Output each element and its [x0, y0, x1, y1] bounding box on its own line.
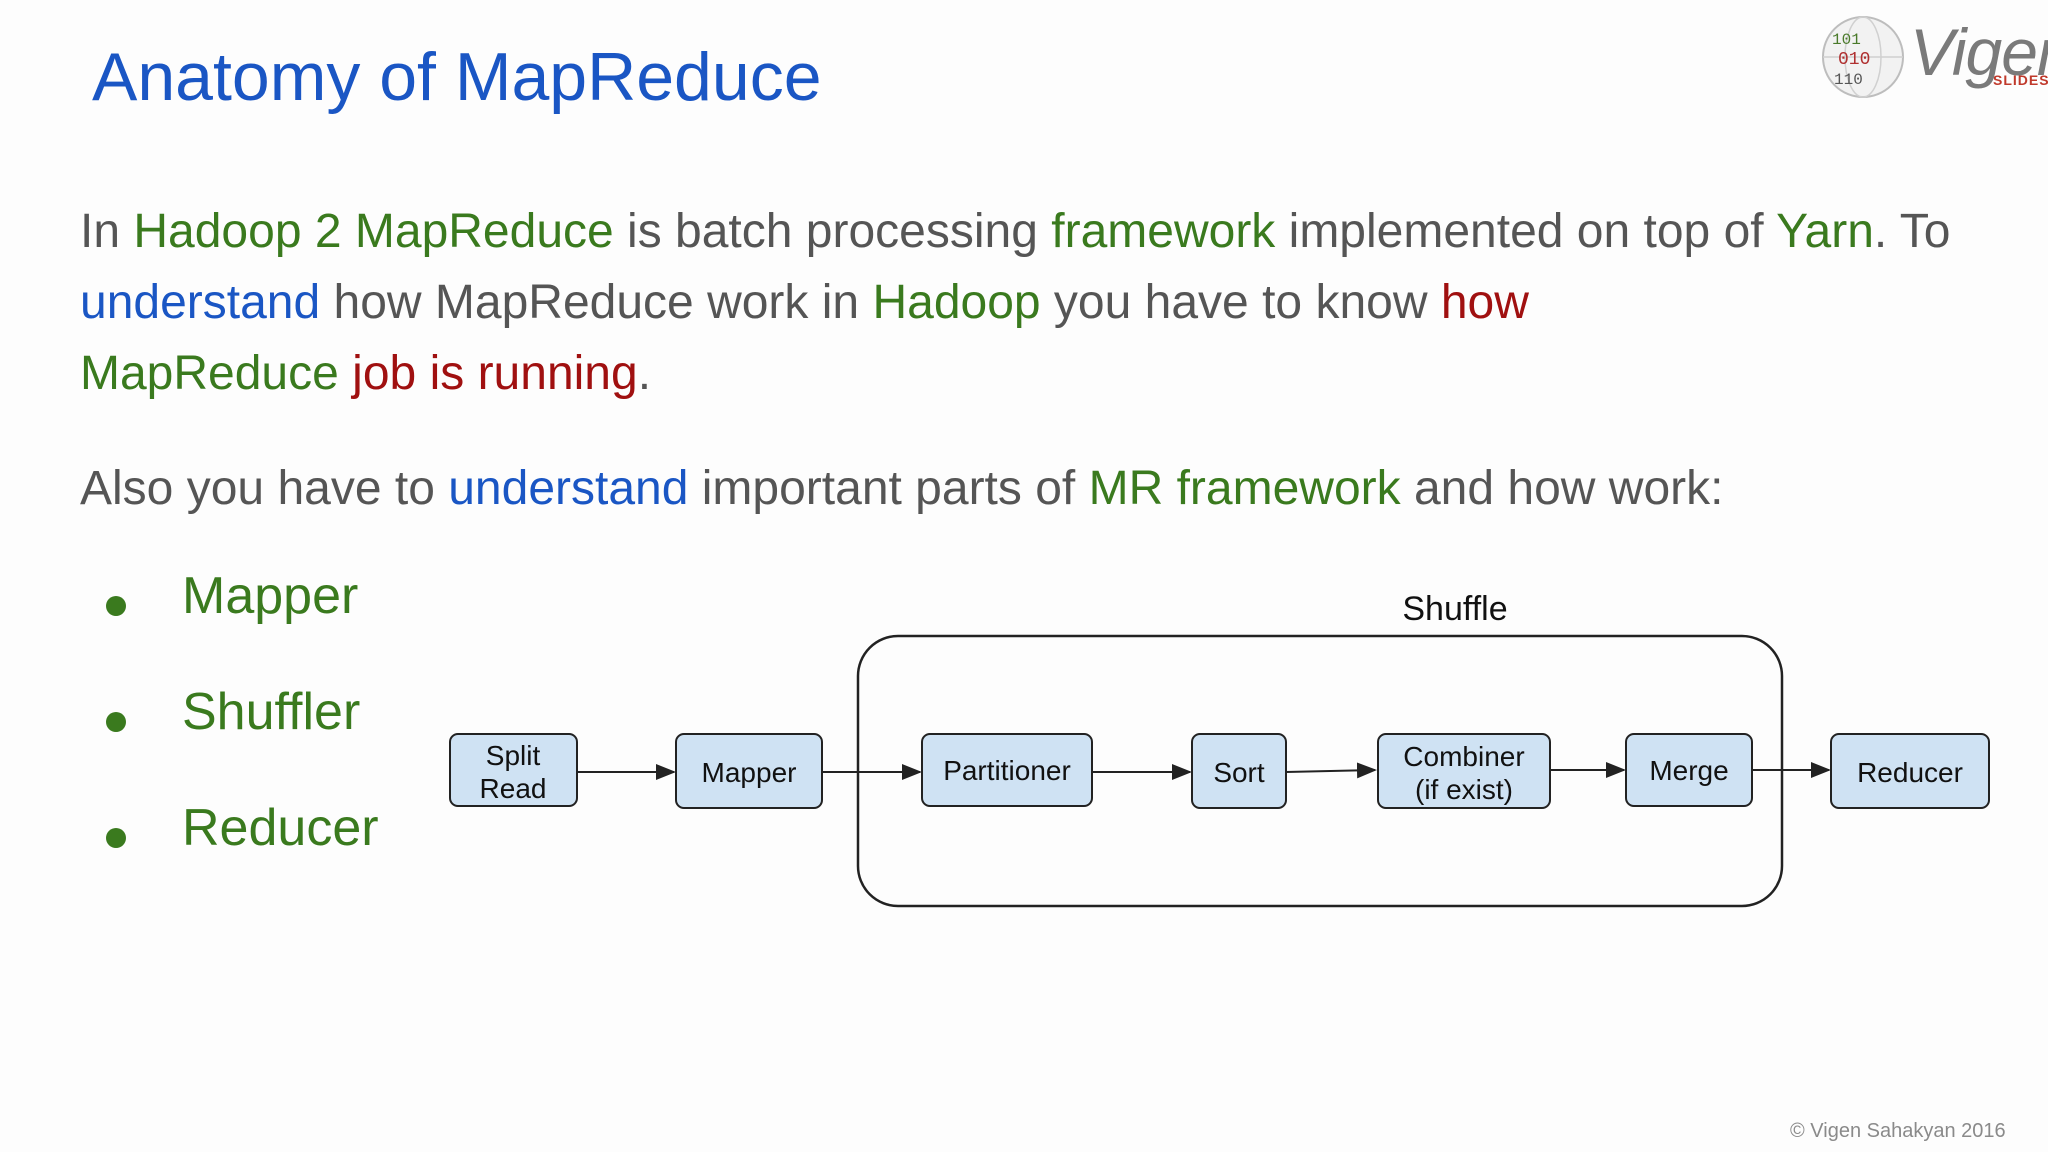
text-span: . To: [1873, 205, 1951, 258]
node-label: Merge: [1649, 755, 1728, 786]
node-mapper: Mapper: [675, 733, 823, 809]
node-label: Read: [480, 773, 547, 804]
bullet-dot-icon: [106, 712, 126, 732]
text-span: you have to know: [1040, 276, 1441, 329]
node-label: Split: [486, 740, 541, 771]
node-reducer: Reducer: [1830, 733, 1990, 809]
highlight-text: Yarn: [1776, 205, 1874, 258]
text-span: important parts of: [688, 462, 1089, 515]
bullet-label: Reducer: [182, 799, 379, 857]
highlight-text: framework: [1051, 205, 1276, 258]
node-label: Reducer: [1857, 757, 1963, 788]
copyright-footer: © Vigen Sahakyan 2016: [1790, 1120, 2006, 1142]
text-span: and how work:: [1400, 462, 1724, 515]
highlight-text: how: [1440, 276, 1529, 329]
logo-wordmark: Vigen: [1910, 15, 2048, 89]
node-label: Sort: [1213, 757, 1265, 788]
bullet-label: Shuffler: [182, 683, 361, 741]
svg-text:101: 101: [1832, 31, 1861, 49]
text-span: [339, 347, 352, 400]
highlight-text: MapReduce: [80, 347, 339, 400]
highlight-text: understand: [448, 462, 689, 515]
text-span: In: [80, 205, 134, 258]
highlight-text: Hadoop: [872, 276, 1041, 329]
vigen-slides-logo: 101 010 110 Vigen SLIDES: [1818, 8, 2048, 108]
highlight-text: understand: [80, 276, 321, 329]
text-span: .: [637, 347, 652, 400]
slide-title: Anatomy of MapReduce: [92, 39, 822, 115]
bullet-label: Mapper: [182, 567, 359, 625]
node-label: Mapper: [702, 757, 797, 788]
bullet-dot-icon: [106, 596, 126, 616]
mapreduce-flow-diagram: Shuffle Split Read Mapper Partitioner: [440, 580, 2020, 925]
parts-paragraph: Also you have to understand important pa…: [80, 453, 1980, 524]
node-partitioner: Partitioner: [921, 733, 1093, 807]
node-split-read: Split Read: [449, 733, 578, 807]
text-span: is batch processing: [613, 205, 1052, 258]
highlight-text: MR framework: [1088, 462, 1401, 515]
node-sort: Sort: [1191, 733, 1287, 809]
shuffle-group-label: Shuffle: [1402, 590, 1507, 628]
flow-diagram-svg: Shuffle Split Read Mapper Partitioner: [449, 590, 1990, 908]
logo-subtitle: SLIDES: [1993, 72, 2048, 88]
globe-logo-icon: 101 010 110: [1822, 16, 1904, 98]
bullet-dot-icon: [106, 828, 126, 848]
node-label: (if exist): [1415, 774, 1513, 805]
text-span: Also you have to: [80, 462, 449, 515]
highlight-text: Hadoop 2 MapReduce: [133, 205, 614, 258]
svg-text:110: 110: [1834, 71, 1863, 89]
flow-arrow: [1285, 762, 1377, 779]
text-span: how MapReduce work in: [320, 276, 873, 329]
text-span: implemented on top of: [1275, 205, 1777, 258]
node-label: Combiner: [1403, 741, 1524, 772]
node-merge: Merge: [1625, 733, 1753, 807]
node-combiner: Combiner (if exist): [1377, 733, 1551, 809]
intro-paragraph: In Hadoop 2 MapReduce is batch processin…: [80, 196, 1980, 409]
highlight-text: job is running: [352, 347, 638, 400]
svg-text:010: 010: [1838, 50, 1870, 70]
node-label: Partitioner: [943, 755, 1071, 786]
